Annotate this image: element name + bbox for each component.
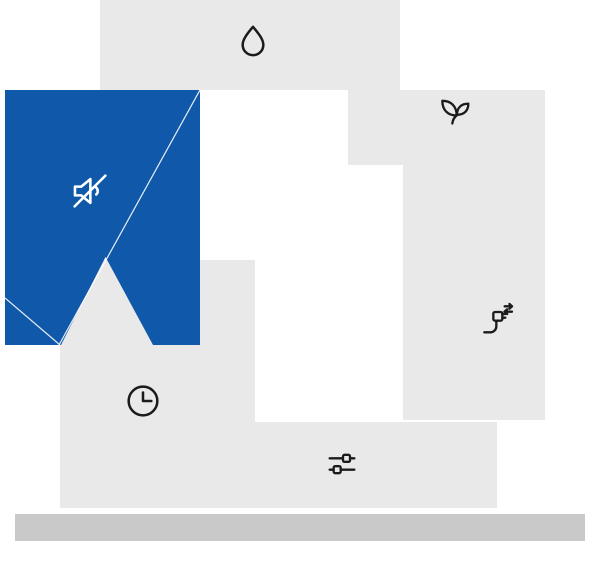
plug-swap-icon — [483, 302, 514, 334]
options-tile — [200, 422, 497, 508]
water-tile — [100, 0, 400, 90]
leaf-icon — [441, 99, 470, 125]
clock-icon — [127, 385, 159, 417]
mute-ribbon — [5, 90, 200, 345]
water-drop-icon — [241, 25, 265, 57]
speaker-mute-icon — [73, 174, 107, 208]
bottom-bar — [15, 514, 585, 541]
ribbon-shape — [5, 90, 200, 345]
power-tile — [403, 90, 545, 420]
options-sliders-icon — [328, 453, 356, 475]
